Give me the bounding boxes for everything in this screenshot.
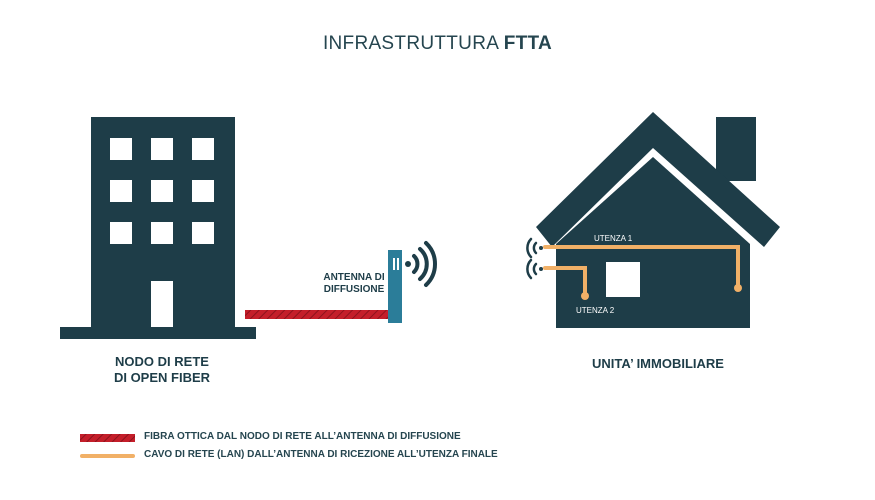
house-icon [536, 112, 780, 328]
title-bold: FTTA [503, 33, 553, 54]
antenna-label-line2: DIFFUSIONE [323, 284, 385, 295]
legend-lan-text: CAVO DI RETE (LAN) DALL’ANTENNA DI RICEZ… [144, 449, 498, 460]
broadcast-antenna-icon [388, 250, 402, 323]
user1-endpoint [734, 284, 742, 292]
diagram-title: INFRASTRUTTURA FTTA [0, 33, 875, 55]
building-label-line1: NODO DI RETE [115, 354, 209, 369]
user2-endpoint [581, 292, 589, 300]
user2-label: UTENZA 2 [576, 306, 615, 315]
building-label: NODO DI RETE DI OPEN FIBER [80, 354, 244, 386]
title-light: INFRASTRUTTURA [322, 33, 504, 54]
lan-cables [543, 245, 740, 297]
wifi-signal-icon [405, 241, 437, 287]
lan-legend-swatch [80, 454, 135, 458]
legend-fiber-text: FIBRA OTTICA DAL NODO DI RETE ALL’ANTENN… [144, 431, 461, 442]
antenna-label: ANTENNA DI DIFFUSIONE [318, 272, 390, 296]
fiber-legend-swatch [80, 434, 135, 442]
house-label-text: UNITA’ IMMOBILIARE [592, 356, 724, 371]
antenna-label-line1: ANTENNA DI [323, 272, 385, 283]
house-label: UNITA’ IMMOBILIARE [560, 356, 756, 372]
wifi-signal-icon [526, 237, 543, 280]
fiber-cable [245, 310, 388, 319]
building-label-line2: DI OPEN FIBER [113, 370, 211, 385]
user1-label: UTENZA 1 [594, 234, 633, 243]
office-building-icon [60, 117, 256, 339]
